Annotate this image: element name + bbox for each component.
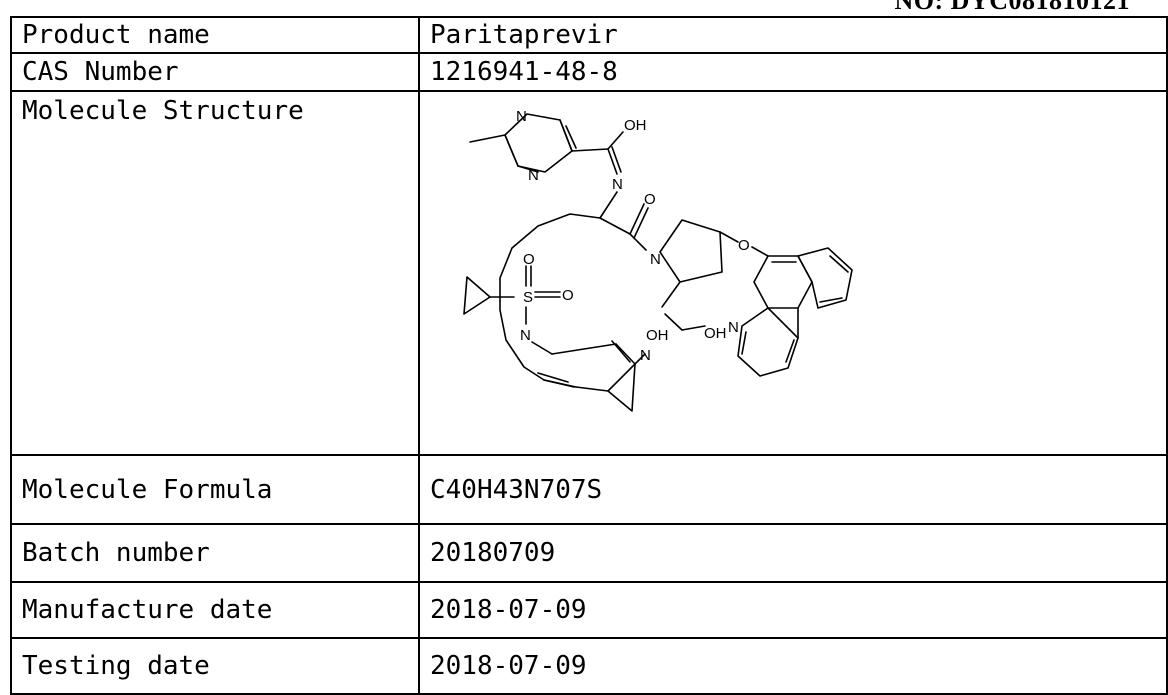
atom-label: N <box>728 319 739 336</box>
row-label-manufacture-date: Manufacture date <box>10 581 420 639</box>
table-row: Batch number 20180709 <box>10 523 1168 583</box>
atom-label: OH <box>646 327 669 344</box>
row-value-cas-number: 1216941-48-8 <box>418 52 1168 92</box>
atom-label: O <box>562 287 574 304</box>
row-label-molecule-structure: Molecule Structure <box>10 90 420 456</box>
row-label-cas-number: CAS Number <box>10 52 420 92</box>
molecule-structure-cell: N N OH N O N O O S O N OH N OH N <box>418 90 1168 456</box>
row-label-product-name: Product name <box>10 16 420 54</box>
row-value-molecule-formula: C40H43N707S <box>418 454 1168 525</box>
atom-label: OH <box>704 325 727 342</box>
atom-label: O <box>523 251 535 268</box>
atom-label: O <box>644 191 656 208</box>
row-value-manufacture-date: 2018-07-09 <box>418 581 1168 639</box>
table-row: CAS Number 1216941-48-8 <box>10 52 1168 92</box>
table-row: Manufacture date 2018-07-09 <box>10 581 1168 639</box>
table-row: Molecule Formula C40H43N707S <box>10 454 1168 525</box>
document-number: NO: DYC081810121 <box>894 0 1130 15</box>
row-label-testing-date: Testing date <box>10 637 420 695</box>
atom-label: N <box>516 108 527 125</box>
molecule-structure-image: N N OH N O N O O S O N OH N OH N <box>463 108 853 412</box>
atom-label: OH <box>624 117 647 134</box>
atom-label: N <box>528 167 539 184</box>
row-label-molecule-formula: Molecule Formula <box>10 454 420 525</box>
row-value-batch-number: 20180709 <box>418 523 1168 583</box>
spec-table: Product name Paritaprevir CAS Number 121… <box>10 16 1168 695</box>
table-row: Product name Paritaprevir <box>10 16 1168 54</box>
atom-label: N <box>640 347 651 364</box>
atom-label: O <box>738 237 750 254</box>
table-row: Molecule Structure <box>10 90 1168 456</box>
table-row: Testing date 2018-07-09 <box>10 637 1168 695</box>
atom-label: S <box>523 289 533 306</box>
row-value-product-name: Paritaprevir <box>418 16 1168 54</box>
row-value-testing-date: 2018-07-09 <box>418 637 1168 695</box>
row-label-batch-number: Batch number <box>10 523 420 583</box>
atom-label: N <box>650 251 661 268</box>
atom-label: N <box>520 327 531 344</box>
atom-label: N <box>612 176 623 193</box>
